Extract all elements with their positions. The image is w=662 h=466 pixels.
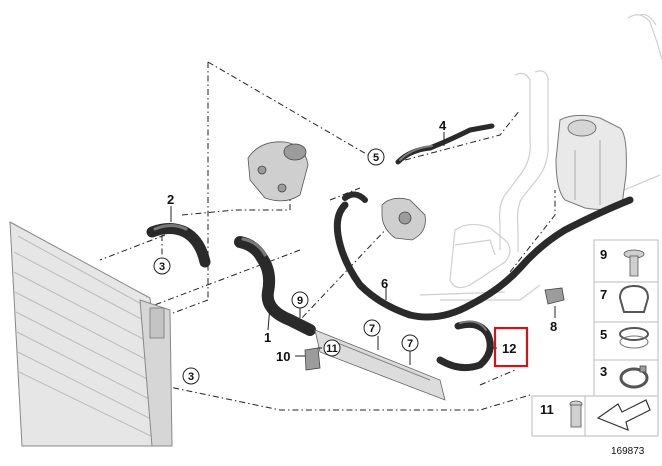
legend-panel: 9 7 5 3: [593, 239, 659, 411]
label-6: 6: [381, 276, 388, 291]
label-7-left: 7: [369, 323, 375, 335]
diagram-code: 169873: [611, 446, 645, 457]
legend-bottom-panel: 11: [531, 395, 659, 437]
bolt-icon: [623, 249, 645, 277]
label-5-circle: [367, 148, 385, 166]
label-10: 10: [276, 349, 290, 364]
hoses: [146, 123, 634, 372]
legend-number-5: 5: [600, 327, 607, 342]
hex-socket-screw-icon: [569, 400, 583, 428]
label-7-right: 7: [407, 338, 413, 350]
label-5: 5: [373, 152, 379, 164]
legend-number-7: 7: [600, 287, 607, 302]
label-11: 11: [326, 343, 338, 355]
expansion-tank: [555, 114, 627, 210]
label-7-right-circle: [401, 334, 419, 352]
label-4: 4: [439, 118, 447, 133]
label-11-circle: [323, 339, 341, 357]
label-8: 8: [550, 319, 557, 334]
highlight-box-12: [493, 326, 529, 368]
radiator: [9, 221, 173, 447]
spring-clamp-icon: [619, 365, 649, 389]
bracket-8: [544, 287, 565, 305]
thermostat-housing: [247, 141, 309, 202]
label-9: 9: [297, 295, 303, 307]
part-labels: 2 3 1 5 4 6 9 10 11 7 7 8 3 12: [153, 118, 557, 385]
coolant-pipe-rail: [314, 329, 446, 401]
hose-clamp-bracket-icon: [618, 284, 650, 313]
label-7-left-circle: [363, 319, 381, 337]
legend-number-3: 3: [600, 364, 607, 379]
leader-lines: [170, 132, 556, 365]
label-1: 1: [264, 330, 271, 345]
legend-number-9: 9: [600, 247, 607, 262]
label-3-top: 3: [159, 261, 165, 273]
legend-number-11: 11: [540, 402, 554, 417]
water-pump: [381, 197, 426, 241]
label-3-top-circle: [153, 257, 171, 275]
engine-bay-outline: [419, 13, 662, 301]
bracket-10: [304, 347, 321, 371]
label-2: 2: [167, 192, 174, 207]
label-3-bottom: 3: [188, 371, 194, 383]
label-9-circle: [291, 291, 309, 309]
band-clamp-icon: [619, 327, 649, 349]
direction-arrow-icon: [596, 399, 651, 431]
label-3-bottom-circle: [182, 367, 200, 385]
label-12: 12: [502, 341, 516, 356]
